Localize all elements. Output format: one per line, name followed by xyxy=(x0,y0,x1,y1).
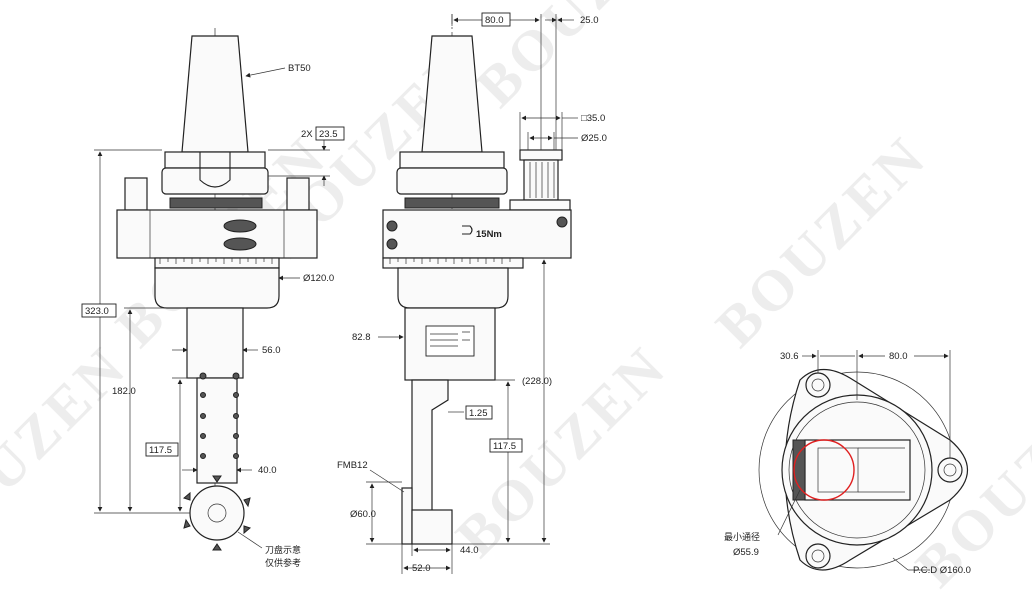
nose-width: 44.0 xyxy=(460,545,479,556)
taper-label: BT50 xyxy=(288,63,311,74)
side-nose xyxy=(411,509,453,545)
bottom-view: 30.6 80.0 最小通径 Ø55.9 P.C.D Ø160.0 xyxy=(724,350,971,576)
key-width: 23.5 xyxy=(319,129,338,140)
key-width-prefix: 2X xyxy=(301,129,313,140)
bottom-dim-left: 30.6 xyxy=(780,351,799,362)
stop-block-square: □35.0 xyxy=(581,113,605,124)
arm-tip-width: 40.0 xyxy=(258,465,277,476)
min-bore-dia: Ø55.9 xyxy=(733,547,759,558)
spindle-dia: Ø60.0 xyxy=(350,509,376,520)
flange-dia: Ø120.0 xyxy=(303,273,334,284)
front-spindle-housing xyxy=(154,267,280,309)
flange-ring xyxy=(161,167,269,195)
fmb12-nut xyxy=(401,487,413,545)
housing-offset: 82.8 xyxy=(352,332,371,343)
min-bore-circle xyxy=(793,439,855,501)
tilt: 1.25 xyxy=(469,408,488,419)
watermark-5: BOUZEN xyxy=(703,123,939,359)
arm-upper xyxy=(186,307,244,379)
cutter-disc xyxy=(182,475,252,551)
stop-block-dia: Ø25.0 xyxy=(581,133,607,144)
side-flange-ring xyxy=(396,167,508,195)
flange-collar xyxy=(164,151,266,169)
wrench-icon xyxy=(462,225,473,235)
side-offset-top: 80.0 xyxy=(485,15,504,26)
min-bore-label: 最小通径 xyxy=(724,531,760,543)
cutter-note-line1: 刀盘示意 xyxy=(265,544,301,556)
side-housing xyxy=(382,209,572,259)
arm-width: 56.0 xyxy=(262,345,281,356)
watermark-7: BOUZEN xyxy=(0,333,139,569)
pin-hole-lower xyxy=(223,237,257,251)
side-arm xyxy=(411,379,449,521)
spindle-length: (228.0) xyxy=(522,376,552,387)
right-stop-block xyxy=(286,177,310,211)
stop-block xyxy=(523,159,559,201)
front-lower-length: 117.5 xyxy=(149,445,172,456)
pcd-label: P.C.D Ø160.0 xyxy=(913,565,971,576)
side-view: 15Nm 80.0 25.0 □35.0 Ø25. xyxy=(337,12,607,574)
stop-block-cap xyxy=(519,149,563,161)
bottom-spindle-block xyxy=(804,439,911,501)
front-view: BT50 2X 23.5 323.0 Ø120.0 56.0 182.0 117… xyxy=(81,28,345,569)
pin-hole-upper xyxy=(223,219,257,233)
side-taper xyxy=(421,35,483,153)
cutter-note-line2: 仅供参考 xyxy=(265,557,301,569)
bt50-taper xyxy=(181,35,249,153)
graduated-ring xyxy=(154,257,280,269)
flange-band xyxy=(169,197,263,209)
nut-label: FMB12 xyxy=(337,460,368,471)
bottom-dim-right: 80.0 xyxy=(889,351,908,362)
base-width: 52.0 xyxy=(412,563,431,574)
arm-length: 182.0 xyxy=(112,386,136,397)
torque-label: 15Nm xyxy=(476,229,502,240)
side-lower-length: 117.5 xyxy=(493,441,516,452)
front-housing xyxy=(116,209,318,259)
overall-length: 323.0 xyxy=(85,306,109,317)
left-stop-block xyxy=(124,177,148,211)
side-offset-right: 25.0 xyxy=(580,15,599,26)
drive-slot xyxy=(199,152,231,188)
side-collar xyxy=(399,151,505,169)
nameplate xyxy=(425,325,475,357)
